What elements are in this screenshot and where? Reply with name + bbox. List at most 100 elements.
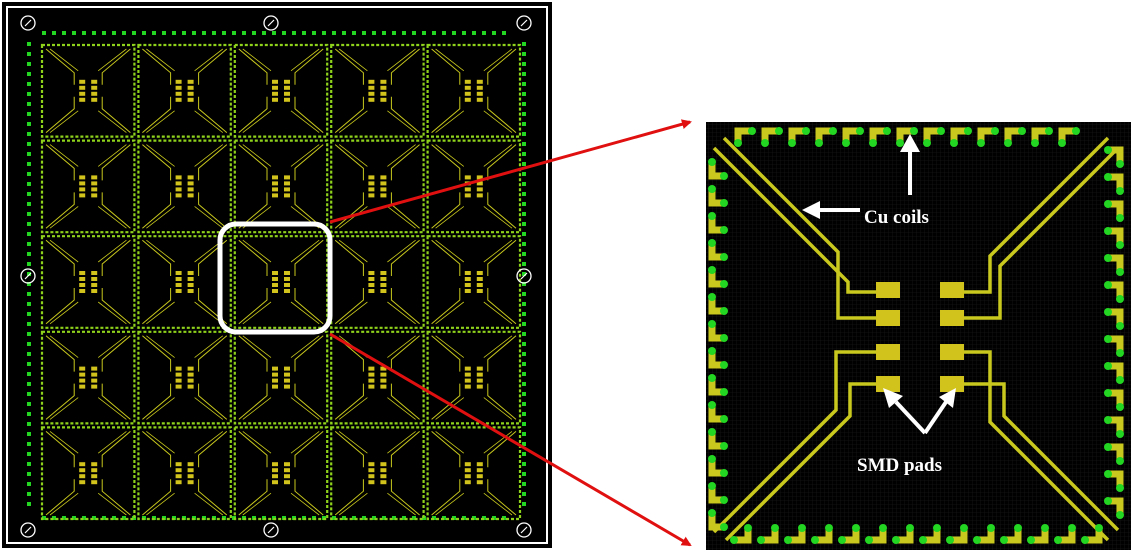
coil-trace <box>238 48 324 133</box>
via-dot <box>272 31 276 35</box>
cell-border <box>233 139 329 234</box>
via-dot <box>522 442 526 446</box>
smd-pad <box>380 366 387 371</box>
smd-pad <box>380 378 387 383</box>
coil-trace <box>712 350 876 534</box>
via-dot <box>522 292 526 296</box>
via-dot <box>883 127 891 135</box>
via-dot <box>1104 173 1112 181</box>
smd-pad <box>91 91 98 96</box>
coil-cell <box>40 426 136 521</box>
smd-pad <box>476 480 483 485</box>
via-dot <box>72 31 76 35</box>
smd-pad <box>368 372 375 377</box>
mounting-hole-mark <box>24 526 32 534</box>
via-dot <box>720 442 728 450</box>
coil-segment <box>1058 127 1080 147</box>
via-dot <box>1104 389 1112 397</box>
smd-pad <box>91 193 98 198</box>
via-dot <box>1116 430 1124 438</box>
via-dot <box>856 127 864 135</box>
smd-pad <box>464 175 471 180</box>
smd-pad <box>368 175 375 180</box>
smd-pad <box>79 181 86 186</box>
coil-trace <box>142 335 228 420</box>
via-dot <box>382 516 386 520</box>
smd-pad <box>368 187 375 192</box>
via-dot <box>27 62 31 66</box>
via-dot <box>482 31 486 35</box>
coil-trace <box>435 239 513 325</box>
via-dot <box>991 127 999 135</box>
via-dot <box>27 372 31 376</box>
smd-pad <box>368 193 375 198</box>
via-dot <box>1104 362 1112 370</box>
via-dot <box>522 192 526 196</box>
coil-segment <box>708 401 728 423</box>
coil-segment <box>708 293 728 315</box>
via-dot <box>342 516 346 520</box>
via-dot <box>27 112 31 116</box>
smd-pad <box>79 289 86 293</box>
via-dot <box>522 252 526 256</box>
via-dot <box>852 524 860 532</box>
coil-trace <box>242 239 320 325</box>
smd-pad <box>272 271 278 275</box>
via-dot <box>522 412 526 416</box>
via-dot <box>838 536 846 544</box>
smd-pad <box>380 97 387 102</box>
coil-segment <box>708 212 728 234</box>
via-dot <box>720 523 728 531</box>
smd-pad-left <box>876 282 900 298</box>
smd-pad <box>175 468 182 473</box>
smd-pad <box>175 378 182 383</box>
smd-pad <box>464 271 471 275</box>
coil-trace <box>431 239 517 325</box>
coil-segment <box>1081 524 1103 544</box>
smd-pad <box>464 277 471 281</box>
pads-annotation: SMD pads <box>857 388 956 476</box>
via-dot <box>946 536 954 544</box>
via-dot <box>62 31 66 35</box>
via-dot <box>362 516 366 520</box>
smd-pad <box>476 91 483 96</box>
smd-pad <box>476 193 483 198</box>
smd-pad <box>284 181 290 186</box>
via-dot <box>132 31 136 35</box>
via-dot <box>1116 349 1124 357</box>
pads-arrow-right <box>923 400 948 435</box>
smd-pad <box>175 289 182 293</box>
coil-cell <box>426 43 522 138</box>
via-dot <box>950 139 958 147</box>
via-dot <box>292 31 296 35</box>
via-dot <box>27 392 31 396</box>
coil-segment <box>1104 362 1124 384</box>
via-dot <box>27 142 31 146</box>
via-dot <box>1116 241 1124 249</box>
coil-segment <box>865 524 887 544</box>
via-dot <box>1116 376 1124 384</box>
via-dot <box>392 31 396 35</box>
coil-cell <box>137 426 232 521</box>
coils-label: Cu coils <box>864 207 929 228</box>
coil-cell-grid <box>40 43 522 521</box>
smd-pad <box>272 175 278 180</box>
via-dot <box>771 524 779 532</box>
via-dot <box>27 272 31 276</box>
smd-pad-right <box>940 344 964 360</box>
cell-border <box>40 330 136 425</box>
coil-trace <box>49 144 127 229</box>
coil-trace <box>49 431 127 516</box>
smd-pad <box>91 271 98 275</box>
coil-trace <box>45 431 131 516</box>
coil-cell <box>40 235 136 329</box>
smd-pad <box>91 468 98 473</box>
via-dot <box>472 31 476 35</box>
coil-segment <box>923 127 945 147</box>
via-dot <box>973 536 981 544</box>
coil-trace <box>238 239 324 325</box>
coil-segment <box>761 127 783 147</box>
coil-cell <box>40 139 136 234</box>
via-dot <box>1081 536 1089 544</box>
via-dot <box>522 132 526 136</box>
